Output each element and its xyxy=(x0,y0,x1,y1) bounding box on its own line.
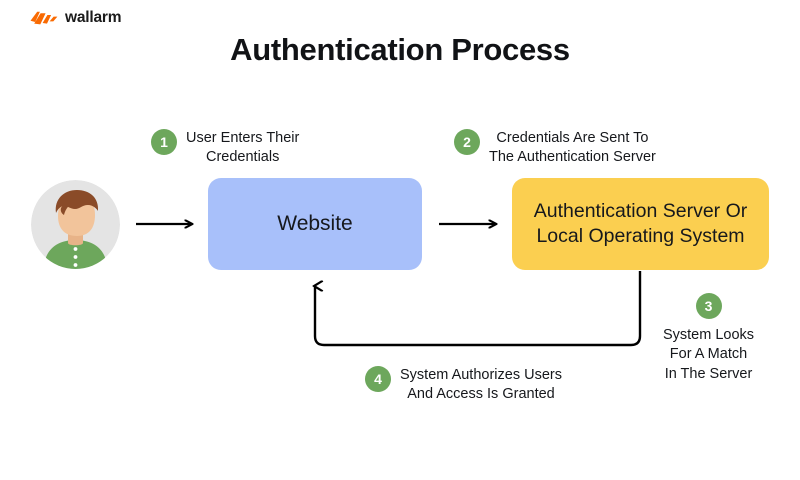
step-1-text: User Enters Their Credentials xyxy=(186,129,299,168)
step-4-line2: And Access Is Granted xyxy=(407,386,555,403)
node-authentication-server-label: Authentication Server Or Local Operating… xyxy=(534,199,748,249)
step-2-line2: The Authentication Server xyxy=(489,149,656,166)
step-3-line3: In The Server xyxy=(664,365,753,382)
node-authserver-line2: Local Operating System xyxy=(536,225,745,247)
node-website-label: Website xyxy=(277,212,353,235)
step-2: 2 Credentials Are Sent To The Authentica… xyxy=(454,129,656,168)
step-3-text: System Looks For A Match In The Server xyxy=(663,326,754,384)
step-1-line2: Credentials xyxy=(206,149,280,166)
node-website[interactable]: Website xyxy=(208,178,422,270)
step-1-badge: 1 xyxy=(151,129,177,155)
step-2-badge: 2 xyxy=(454,129,480,155)
node-authserver-line1: Authentication Server Or xyxy=(533,200,748,223)
page-title: Authentication Process xyxy=(230,32,570,67)
step-1: 1 User Enters Their Credentials xyxy=(151,129,299,168)
step-2-text: Credentials Are Sent To The Authenticati… xyxy=(489,129,656,168)
brand-logo: wallarm xyxy=(30,8,122,28)
step-3: 3 System Looks For A Match In The Server xyxy=(650,293,767,384)
step-4-badge: 4 xyxy=(365,366,391,392)
node-authentication-server[interactable]: Authentication Server Or Local Operating… xyxy=(512,178,769,270)
step-3-line2: For A Match xyxy=(669,346,748,363)
wallarm-lightning-logo-icon xyxy=(30,11,58,24)
step-2-line1: Credentials Are Sent To xyxy=(496,130,649,146)
user-avatar-icon xyxy=(31,180,120,269)
arrow-authserver-back-to-website xyxy=(315,271,642,347)
step-4-text: System Authorizes Users And Access Is Gr… xyxy=(400,366,562,405)
step-4: 4 System Authorizes Users And Access Is … xyxy=(365,366,562,405)
step-4-line1: System Authorizes Users xyxy=(400,367,562,383)
step-3-line1: System Looks xyxy=(662,327,755,343)
step-1-line1: User Enters Their xyxy=(186,130,300,146)
brand-name: wallarm xyxy=(65,9,122,27)
step-3-badge: 3 xyxy=(695,293,722,319)
